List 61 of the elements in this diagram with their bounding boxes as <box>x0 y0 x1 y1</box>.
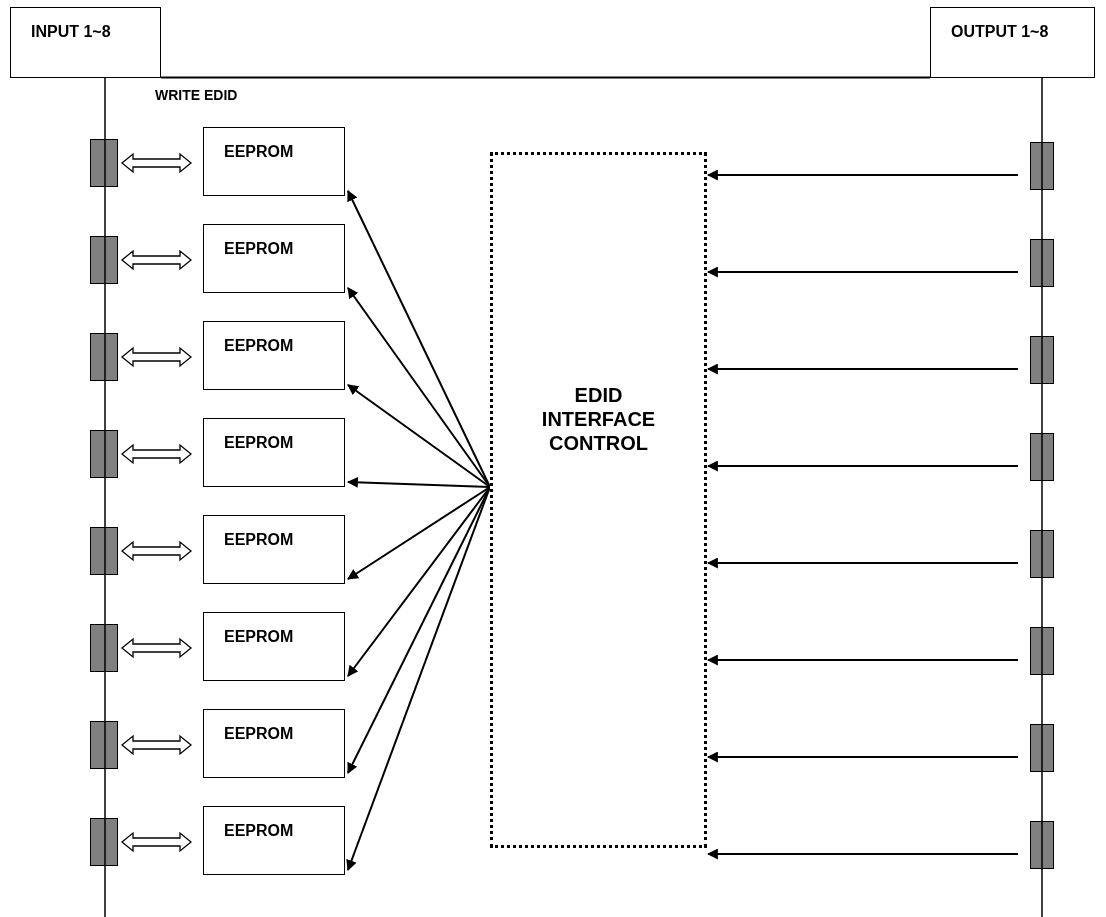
eeprom-box <box>203 515 345 584</box>
connector-line <box>160 76 931 79</box>
connector-block <box>90 527 118 575</box>
arrow <box>706 460 1019 472</box>
arrow <box>347 384 491 488</box>
box-label: EEPROM <box>224 724 294 744</box>
double-arrow <box>120 249 193 271</box>
box-label: EEPROM <box>224 530 294 550</box>
arrow <box>346 476 491 488</box>
connector-block <box>1030 530 1054 578</box>
eeprom-box <box>203 806 345 875</box>
arrow <box>706 557 1019 569</box>
eeprom-box <box>203 612 345 681</box>
double-arrow <box>120 734 193 756</box>
connector-block <box>1030 142 1054 190</box>
eeprom-box <box>203 224 345 293</box>
arrow <box>706 266 1019 278</box>
box-label: INPUT 1~8 <box>31 22 111 42</box>
double-arrow <box>120 540 193 562</box>
arrow <box>706 363 1019 375</box>
connector-block <box>1030 724 1054 772</box>
connector-block <box>90 721 118 769</box>
arrow <box>706 654 1019 666</box>
arrow <box>347 486 491 677</box>
eeprom-box <box>203 127 345 196</box>
signal-label: WRITE EDID <box>155 87 238 103</box>
box-label: EEPROM <box>224 336 294 356</box>
eeprom-box <box>203 709 345 778</box>
connector-block <box>1030 239 1054 287</box>
double-arrow <box>120 443 193 465</box>
arrow <box>347 287 491 488</box>
eeprom-box <box>203 418 345 487</box>
connector-block <box>90 333 118 381</box>
connector-block <box>1030 336 1054 384</box>
box-label: EEPROM <box>224 433 294 453</box>
box-label: OUTPUT 1~8 <box>951 22 1049 42</box>
connector-block <box>90 236 118 284</box>
box-label: EEPROM <box>224 239 294 259</box>
control-box <box>490 152 707 848</box>
arrow <box>706 848 1019 860</box>
box-label: EEPROM <box>224 627 294 647</box>
connector-block <box>1030 821 1054 869</box>
double-arrow <box>120 346 193 368</box>
connector-block <box>90 624 118 672</box>
arrow <box>347 486 491 580</box>
port-box <box>10 7 161 78</box>
port-box <box>930 7 1095 78</box>
connector-block <box>90 139 118 187</box>
arrow <box>706 751 1019 763</box>
box-label: EEPROM <box>224 821 294 841</box>
double-arrow <box>120 831 193 853</box>
connector-block <box>1030 627 1054 675</box>
box-label: EDID INTERFACE CONTROL <box>540 383 657 455</box>
arrow <box>706 169 1019 181</box>
connector-block <box>90 818 118 866</box>
double-arrow <box>120 152 193 174</box>
connector-block <box>90 430 118 478</box>
connector-block <box>1030 433 1054 481</box>
double-arrow <box>120 637 193 659</box>
eeprom-box <box>203 321 345 390</box>
box-label: EEPROM <box>224 142 294 162</box>
